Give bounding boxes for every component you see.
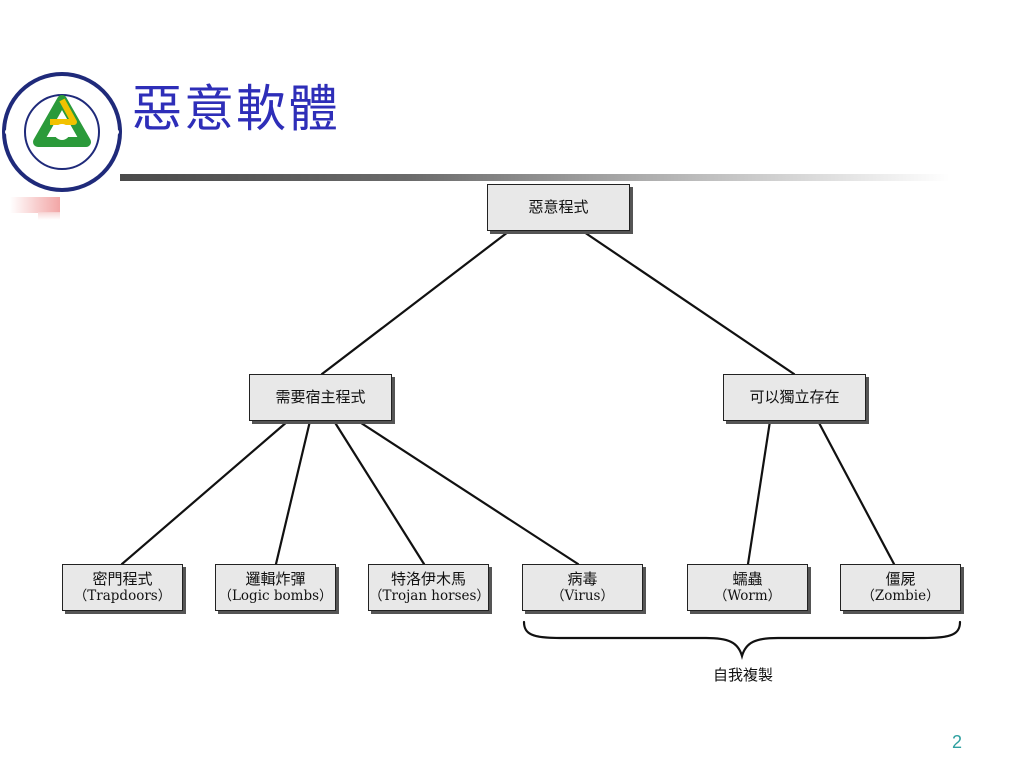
node-trapdoors: 密門程式 （Trapdoors） [62,564,183,611]
node-zombie: 僵屍 （Zombie） [840,564,961,611]
page-number: 2 [951,732,962,752]
node-label: 病毒 [567,569,598,588]
node-label: 蠕蟲 [732,569,763,588]
node-label: 惡意程式 [528,198,589,217]
node-sublabel: （Trapdoors） [73,588,172,605]
accent-bar-secondary [38,212,60,220]
self-replicating-brace [522,620,962,660]
title-divider [120,174,950,181]
node-worm: 蠕蟲 （Worm） [687,564,808,611]
node-label: 特洛伊木馬 [390,569,466,588]
connector-host-trapdoors [120,419,290,566]
slide-title: 惡意軟體 [132,80,340,138]
node-logic-bombs: 邏輯炸彈 （Logic bombs） [215,564,336,611]
university-logo: 國 立 聯 合 大 學 NATIONAL UNITED UNIVERSITY [0,70,124,194]
node-malicious-programs: 惡意程式 [487,184,630,231]
university-seal-icon: 國 立 聯 合 大 學 NATIONAL UNITED UNIVERSITY [2,72,122,192]
connector-root-host [320,230,510,376]
connector-root-independent [582,230,796,376]
node-sublabel: （Zombie） [861,588,940,605]
node-trojan-horses: 特洛伊木馬 （Trojan horses） [368,564,490,611]
node-label: 邏輯炸彈 [245,569,306,588]
connector-independent-zombie [816,419,896,566]
node-virus: 病毒 （Virus） [522,564,643,611]
node-needs-host: 需要宿主程式 [249,374,392,421]
node-sublabel: （Virus） [551,588,614,605]
node-sublabel: （Worm） [713,588,782,605]
accent-bar [10,197,60,213]
node-sublabel: （Trojan horses） [369,588,490,605]
node-sublabel: （Logic bombs） [218,588,333,605]
brace-caption: 自我複製 [712,666,773,684]
connector-host-trojan [332,419,426,566]
node-label: 需要宿主程式 [275,388,366,407]
connector-independent-worm [746,419,772,566]
node-label: 密門程式 [92,569,153,588]
node-label: 僵屍 [885,569,916,588]
node-independent: 可以獨立存在 [723,374,866,421]
node-label: 可以獨立存在 [749,388,840,407]
connector-host-logic-bombs [274,419,312,566]
connector-host-virus [356,419,580,566]
